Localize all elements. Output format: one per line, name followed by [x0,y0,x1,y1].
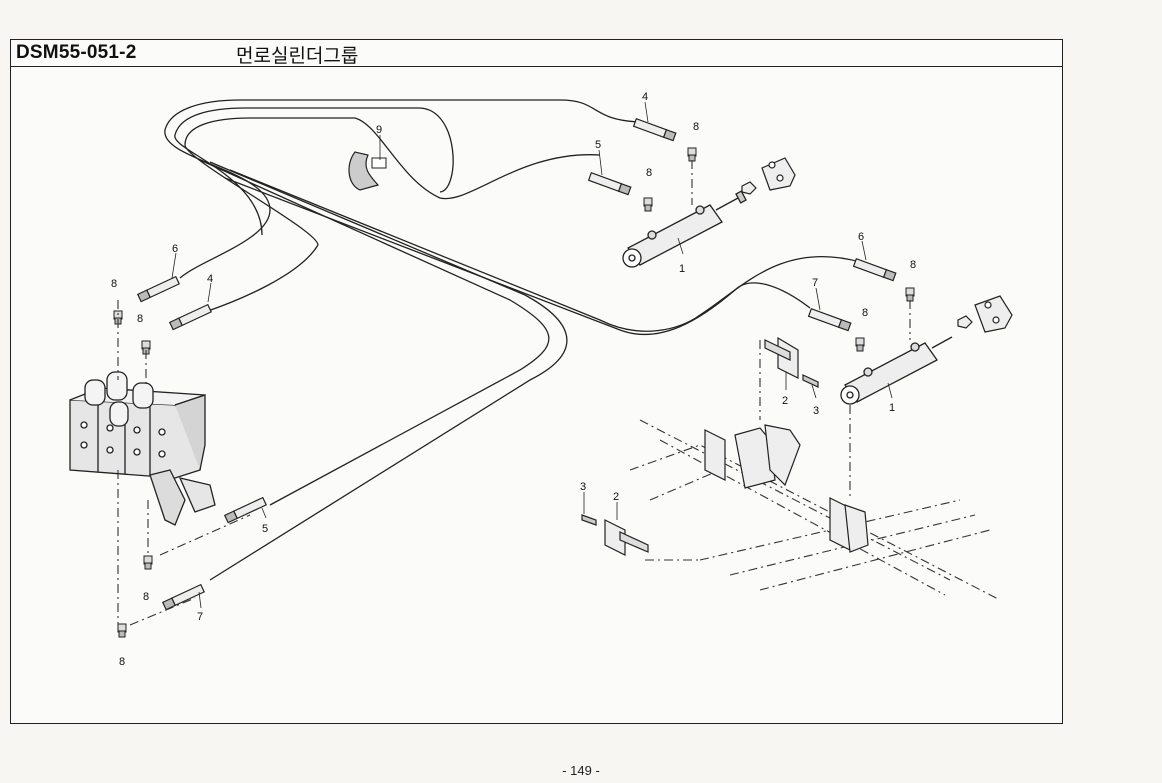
part-callouts [171,101,893,609]
callout-label: 8 [646,167,652,179]
hydraulic-cylinder-upper [622,190,747,268]
callout-label: 1 [679,263,685,275]
part-group-title: 먼로실린더그룹 [236,45,359,67]
hose-clamp [348,151,387,191]
callout-label: 9 [376,124,382,136]
callout-label: 6 [858,231,864,243]
callout-label: 8 [137,313,143,325]
callout-label: 5 [595,139,601,151]
hose-ends [136,117,897,611]
frame-brackets [704,424,869,553]
callout-label: 8 [693,121,699,133]
clevis-hardware [741,157,1013,333]
elbow-fittings [113,147,915,638]
callout-label: 8 [119,656,125,668]
pins-and-bolts [581,336,819,556]
callout-label: 6 [172,243,178,255]
callout-label: 8 [862,307,868,319]
callout-label: 1 [889,402,895,414]
hose-bundle [164,99,861,581]
control-valve [69,371,216,526]
part-group-code: DSM55-051-2 [16,42,137,63]
title-bar: DSM55-051-2 먼로실린더그룹 [11,40,1062,67]
hydraulic-cylinder-lower [840,336,953,405]
callout-labels: 1 1 2 2 3 3 4 4 5 5 6 6 7 7 8 8 8 8 8 8 … [111,91,916,668]
page-number: - 149 - [562,763,600,778]
callout-label: 3 [580,481,586,493]
callout-label: 4 [207,273,213,285]
callout-label: 8 [143,591,149,603]
callout-label: 2 [613,491,619,503]
callout-label: 8 [111,278,117,290]
callout-label: 7 [812,277,818,289]
callout-label: 3 [813,405,819,417]
callout-label: 4 [642,91,648,103]
callout-label: 2 [782,395,788,407]
callout-label: 5 [262,523,268,535]
callout-label: 7 [197,611,203,623]
callout-label: 8 [910,259,916,271]
